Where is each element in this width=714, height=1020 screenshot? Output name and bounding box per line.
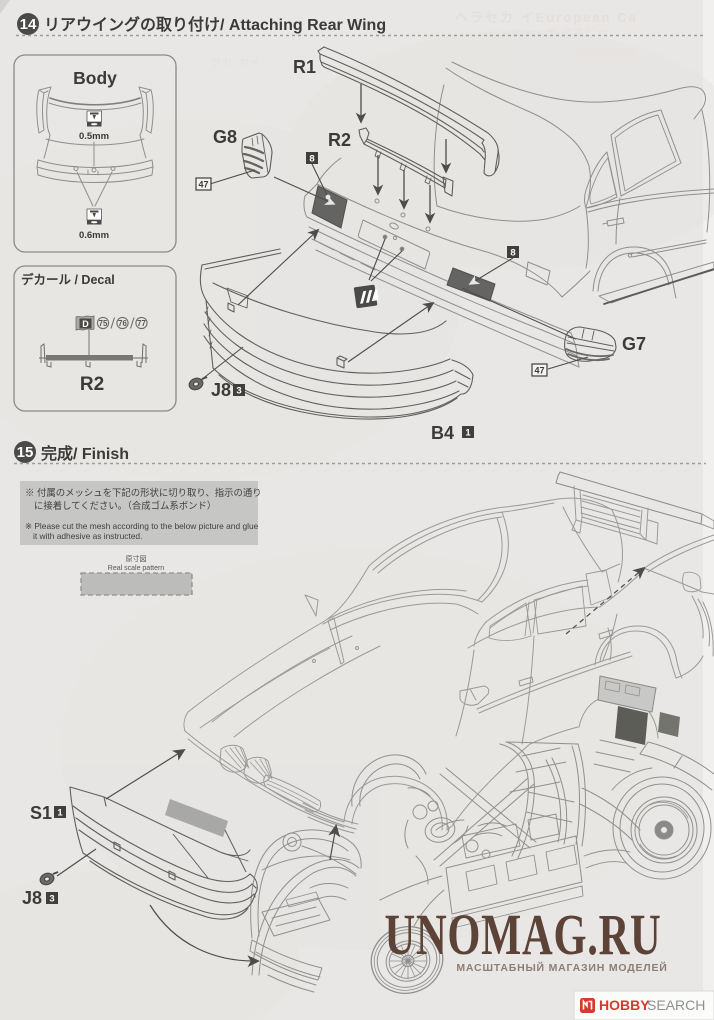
svg-text:J8: J8	[211, 380, 231, 400]
svg-text:J8: J8	[22, 888, 42, 908]
svg-text:1: 1	[465, 428, 471, 439]
svg-text:1: 1	[57, 808, 63, 819]
svg-text:UNOMAG.RU: UNOMAG.RU	[385, 903, 662, 967]
svg-text:47: 47	[198, 180, 208, 190]
svg-text:R2: R2	[328, 130, 351, 150]
svg-text:75: 75	[99, 319, 108, 328]
svg-text:R2: R2	[80, 374, 104, 395]
svg-text:Body: Body	[73, 68, 117, 88]
svg-text:原寸図: 原寸図	[126, 554, 147, 563]
svg-text:3: 3	[49, 894, 54, 905]
svg-text:G8: G8	[213, 127, 237, 147]
svg-text:HOBBY: HOBBY	[599, 997, 650, 1013]
svg-text:B4: B4	[431, 423, 454, 443]
svg-text:8: 8	[309, 154, 314, 165]
svg-text:リアウイングの取り付け/ Attaching Rear Wi: リアウイングの取り付け/ Attaching Rear Wing	[44, 15, 386, 34]
svg-text:8: 8	[510, 248, 515, 259]
svg-text:0.5mm: 0.5mm	[79, 131, 109, 142]
svg-text:it with adhesive as instructed: it with adhesive as instructed.	[33, 531, 142, 541]
svg-text:76: 76	[118, 319, 127, 328]
svg-text:デカール / Decal: デカール / Decal	[21, 272, 115, 287]
svg-text:S1: S1	[30, 803, 52, 823]
svg-text:0.6mm: 0.6mm	[79, 230, 109, 241]
svg-text:3: 3	[236, 386, 241, 397]
svg-text:14: 14	[20, 16, 37, 33]
svg-text:※ Please cut the mesh accordin: ※ Please cut the mesh according to the b…	[25, 521, 259, 531]
svg-text:G7: G7	[622, 334, 646, 354]
svg-text:15: 15	[17, 444, 34, 461]
svg-text:完成/ Finish: 完成/ Finish	[41, 444, 129, 463]
svg-text:※ 付属のメッシュを下記の形状に切り取り、指示の通り: ※ 付属のメッシュを下記の形状に切り取り、指示の通り	[25, 487, 262, 498]
svg-text:ラセ カイ: ラセ カイ	[210, 56, 262, 69]
svg-text:МАСШТАБНЫЙ МАГАЗИН МОДЕЛЕЙ: МАСШТАБНЫЙ МАГАЗИН МОДЕЛЕЙ	[456, 961, 667, 974]
svg-text:ヘラセカ イEuropean Ca: ヘラセカ イEuropean Ca	[455, 10, 638, 25]
svg-text:R1: R1	[293, 57, 316, 77]
svg-text:D: D	[82, 319, 89, 329]
svg-text:47: 47	[534, 366, 544, 376]
svg-text:Real scale pattern: Real scale pattern	[108, 565, 165, 572]
svg-text:に接着してください。（合成ゴム系ボンド）: に接着してください。（合成ゴム系ボンド）	[34, 500, 216, 511]
svg-text:スケールチ アホビ一: スケールチ アホビ一	[500, 27, 608, 39]
svg-text:77: 77	[137, 319, 146, 328]
svg-text:SEARCH: SEARCH	[647, 997, 705, 1013]
